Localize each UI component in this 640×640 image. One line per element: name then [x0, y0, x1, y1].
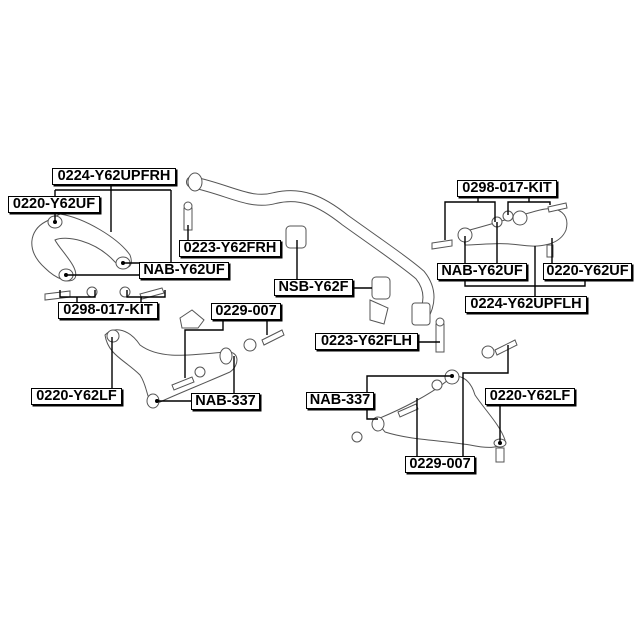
part-label-ball-joint-upper-lh[interactable]: 0220-Y62UF — [543, 263, 632, 280]
part-label-bushing-upper-rh[interactable]: NAB-Y62UF — [139, 262, 229, 279]
part-label-stab-link-lh[interactable]: 0223-Y62FLH — [315, 333, 418, 350]
bolts-nuts-washers — [44, 202, 568, 443]
lower-control-arm-rh — [104, 309, 238, 409]
part-label-upper-arm-lh[interactable]: 0224-Y62UPFLH — [465, 296, 587, 313]
part-label-bushing-lower-rh[interactable]: NAB-337 — [191, 393, 260, 410]
part-label-bushing-upper-lh[interactable]: NAB-Y62UF — [437, 263, 527, 280]
stabilizer-bushing — [285, 225, 391, 325]
part-label-kit-lh[interactable]: 0298-017-KIT — [457, 180, 557, 197]
stabilizer-bar — [186, 172, 435, 326]
part-label-stab-bushing[interactable]: NSB-Y62F — [274, 279, 353, 296]
part-label-stab-link-rh[interactable]: 0223-Y62FRH — [179, 240, 281, 257]
leader-lines — [53, 184, 586, 457]
part-label-ball-joint-upper-rh[interactable]: 0220-Y62UF — [8, 196, 100, 213]
part-label-ball-joint-lower-lh[interactable]: 0220-Y62LF — [485, 388, 575, 405]
part-label-kit-rh[interactable]: 0298-017-KIT — [58, 302, 158, 319]
part-label-bolt-lower-lh[interactable]: 0229-007 — [405, 456, 475, 473]
part-label-ball-joint-lower-rh[interactable]: 0220-Y62LF — [31, 388, 122, 405]
part-label-bushing-lower-lh[interactable]: NAB-337 — [306, 392, 374, 409]
part-label-bolt-lower-rh[interactable]: 0229-007 — [211, 303, 281, 320]
upper-control-arm-rh — [31, 213, 132, 282]
part-label-upper-arm-rh[interactable]: 0224-Y62UPFRH — [52, 168, 176, 185]
